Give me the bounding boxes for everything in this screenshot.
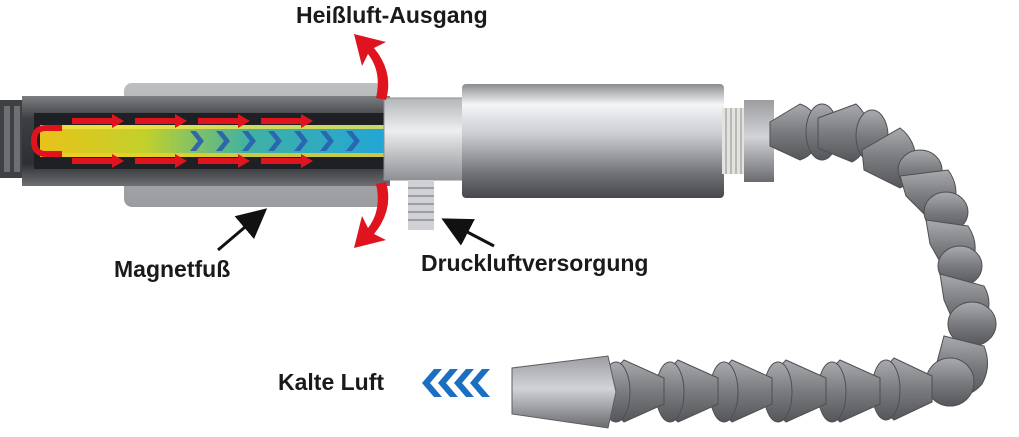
curved-arrow-icon (354, 34, 389, 100)
inner-flow-core (40, 125, 388, 157)
chevron-left-icon (422, 369, 442, 397)
outlet-nozzle (511, 355, 617, 429)
chevron-left-icon (454, 369, 474, 397)
chevron-left-icon (470, 369, 490, 397)
compressed-air-supply-label: Druckluftversorgung (421, 250, 649, 276)
inner-flow-arrows (30, 114, 360, 168)
magnetic-base-pointer-arrow-icon (217, 208, 268, 252)
flexible-hose (601, 103, 997, 423)
cold-air-label: Kalte Luft (278, 369, 385, 395)
vortex-generator-block (383, 97, 465, 181)
curved-arrow-icon (354, 182, 389, 248)
hot-tube-body (22, 96, 390, 186)
hose-connector (722, 100, 774, 182)
magnetic-base-label: Magnetfuß (114, 256, 231, 282)
supply-pointer-arrow-icon (441, 218, 495, 248)
cold-end-cylinder (462, 84, 724, 198)
hot-air-outlet-label: Heißluft-Ausgang (296, 2, 488, 28)
hot-air-arrows (354, 34, 389, 248)
supply-inlet-fitting (408, 180, 434, 230)
chevron-left-icon (438, 369, 458, 397)
hot-return-arrow-icon (30, 125, 62, 157)
core-chevrons (190, 131, 360, 151)
cold-air-arrows (422, 369, 490, 397)
